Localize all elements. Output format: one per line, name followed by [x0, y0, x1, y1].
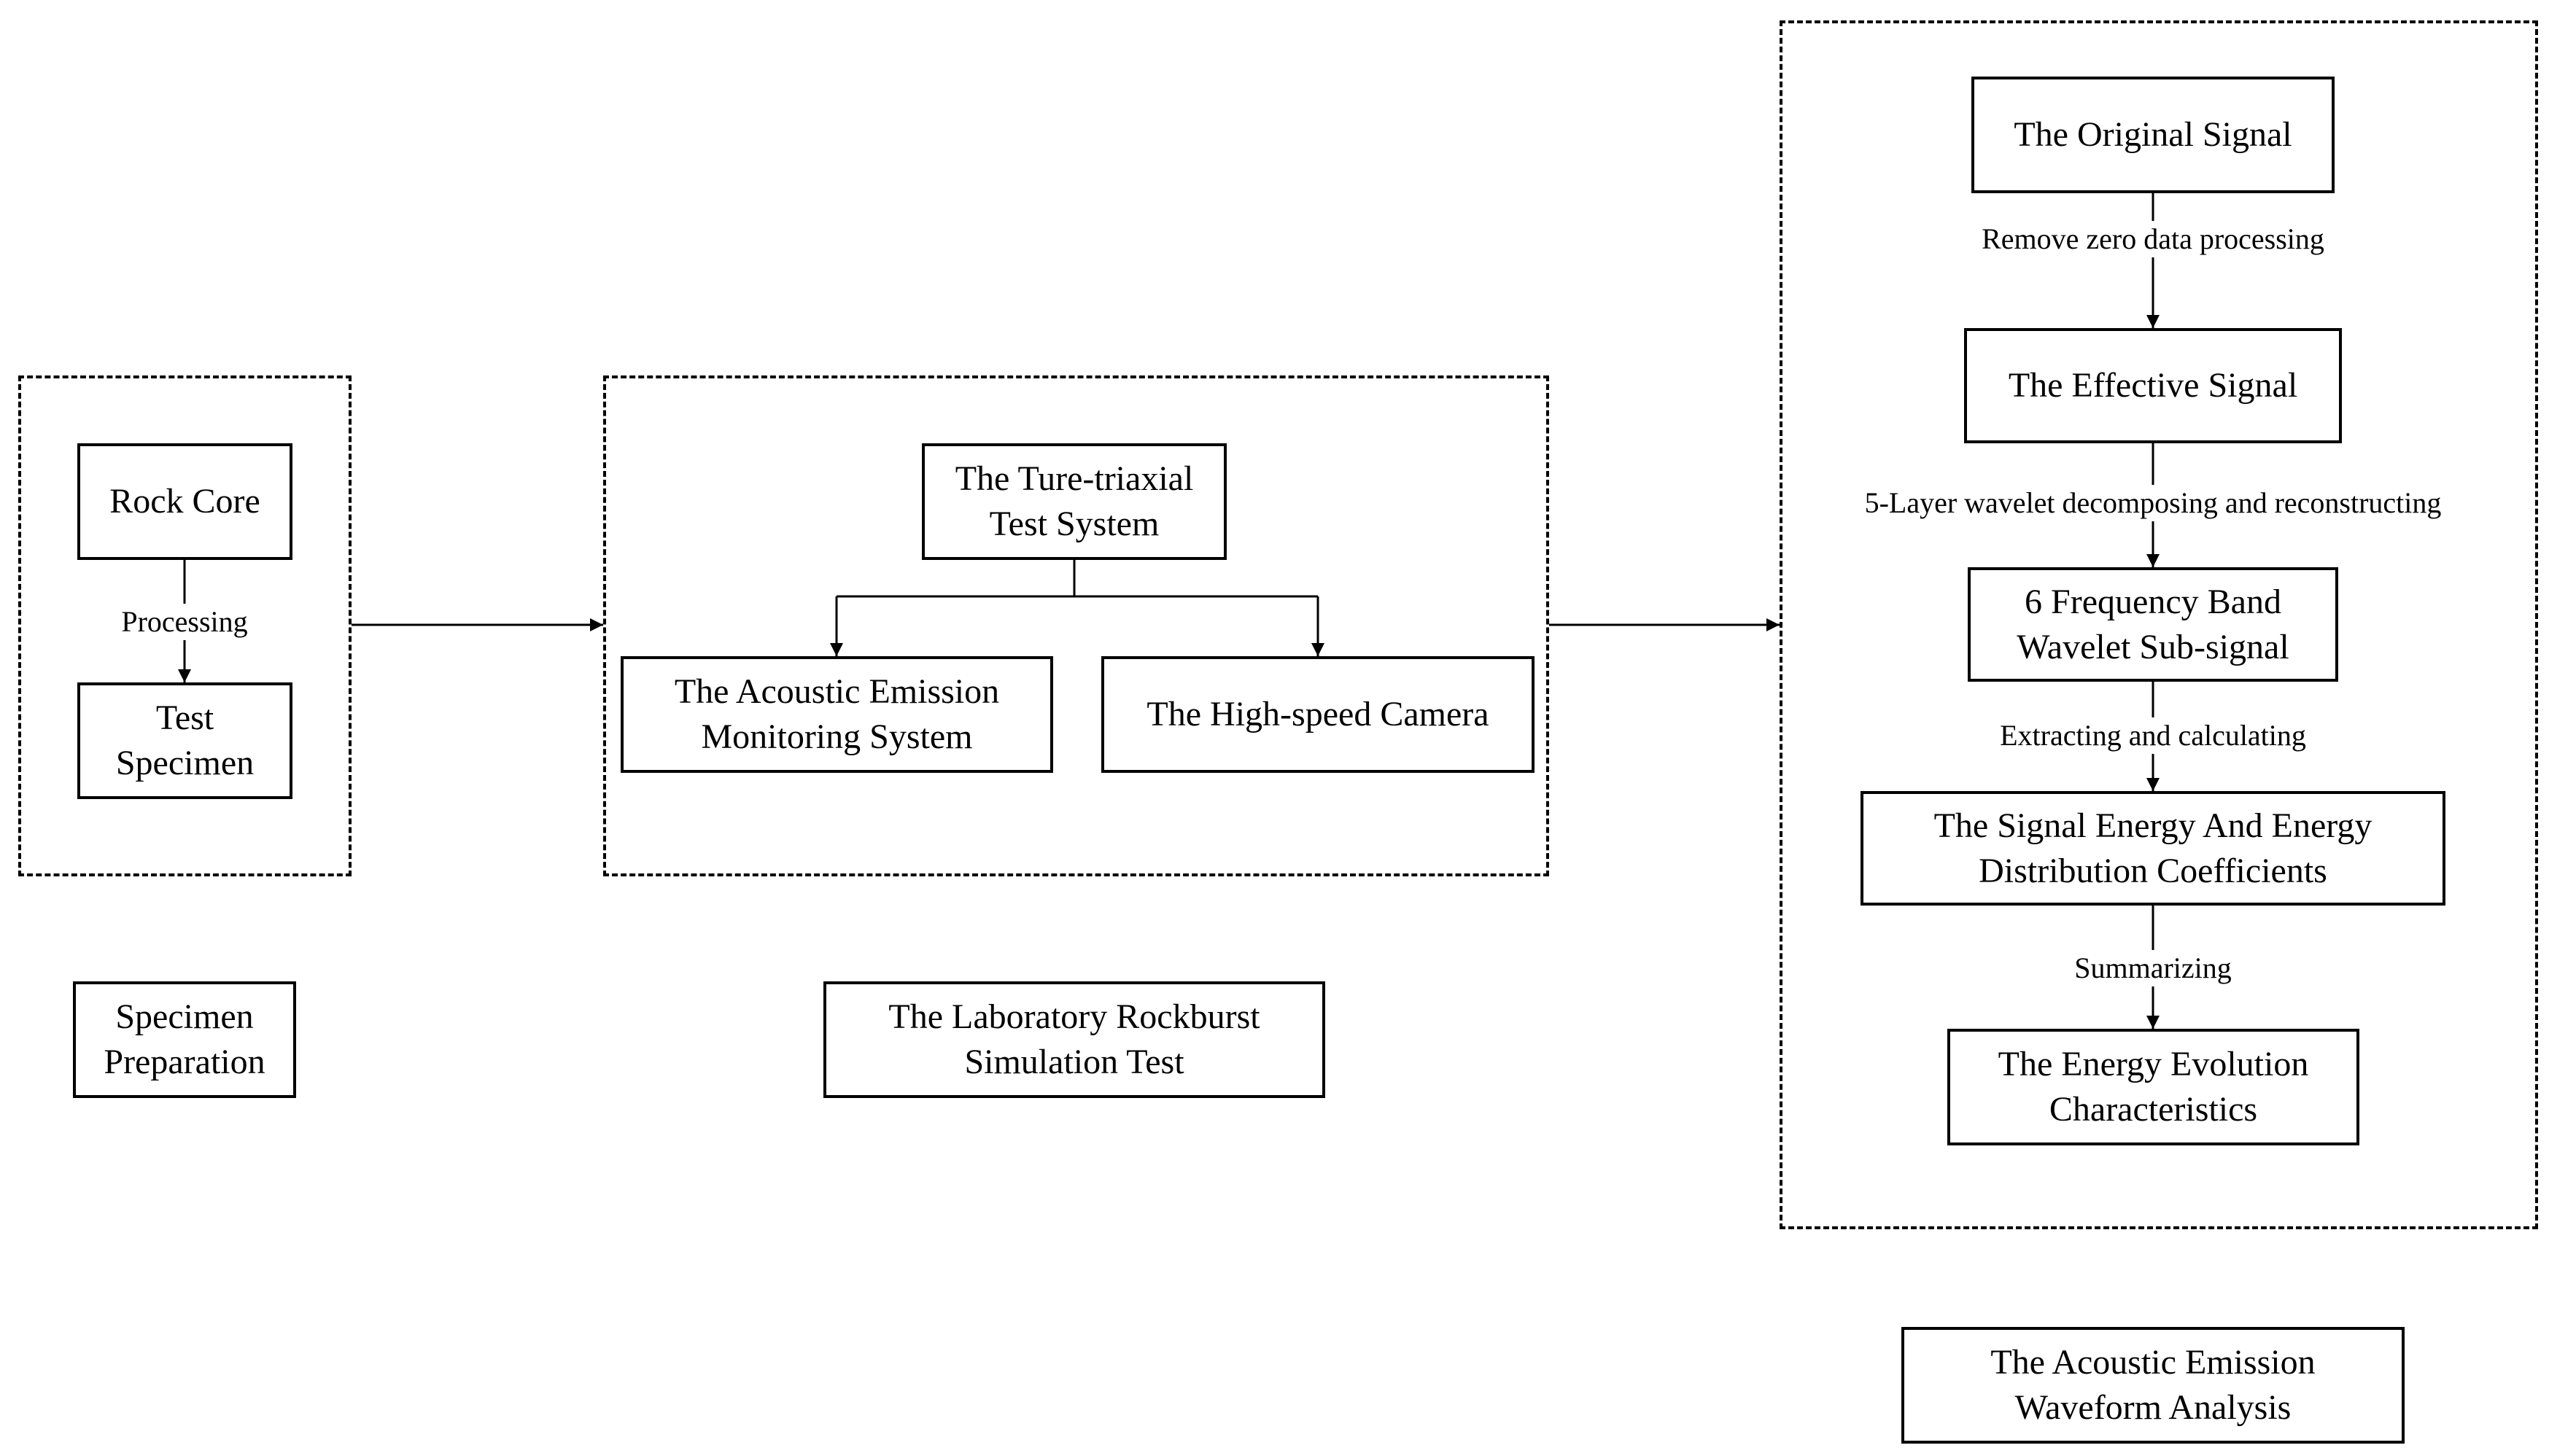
edge-label-summarizing: Summarizing: [2071, 950, 2235, 986]
node-effective-signal: The Effective Signal: [1964, 328, 2342, 443]
node-wavelet-subsignal: 6 Frequency Band Wavelet Sub-signal: [1968, 567, 2338, 682]
group-frame-preparation: [18, 375, 352, 876]
node-energy-evolution: The Energy Evolution Characteristics: [1947, 1029, 2359, 1145]
edge-label-remove-zero: Remove zero data processing: [1979, 221, 2327, 257]
group-frame-analysis: [1780, 20, 2538, 1229]
node-rock-core: Rock Core: [77, 443, 292, 560]
node-triaxial-system: The Ture-triaxial Test System: [922, 443, 1227, 560]
edge-label-wavelet: 5-Layer wavelet decomposing and reconstr…: [1861, 485, 2445, 521]
edge-label-processing: Processing: [118, 604, 251, 640]
node-high-speed-camera: The High-speed Camera: [1101, 656, 1535, 773]
node-test-specimen: Test Specimen: [77, 682, 292, 799]
node-signal-energy: The Signal Energy And Energy Distributio…: [1861, 791, 2445, 906]
caption-waveform-analysis: The Acoustic Emission Waveform Analysis: [1901, 1327, 2405, 1444]
edge-label-extracting: Extracting and calculating: [1997, 717, 2309, 754]
caption-rockburst-simulation: The Laboratory Rockburst Simulation Test: [823, 981, 1325, 1098]
node-original-signal: The Original Signal: [1971, 77, 2335, 193]
caption-specimen-preparation: Specimen Preparation: [73, 981, 296, 1098]
node-acoustic-monitoring: The Acoustic Emission Monitoring System: [621, 656, 1053, 773]
group-frame-simulation: [603, 375, 1549, 876]
